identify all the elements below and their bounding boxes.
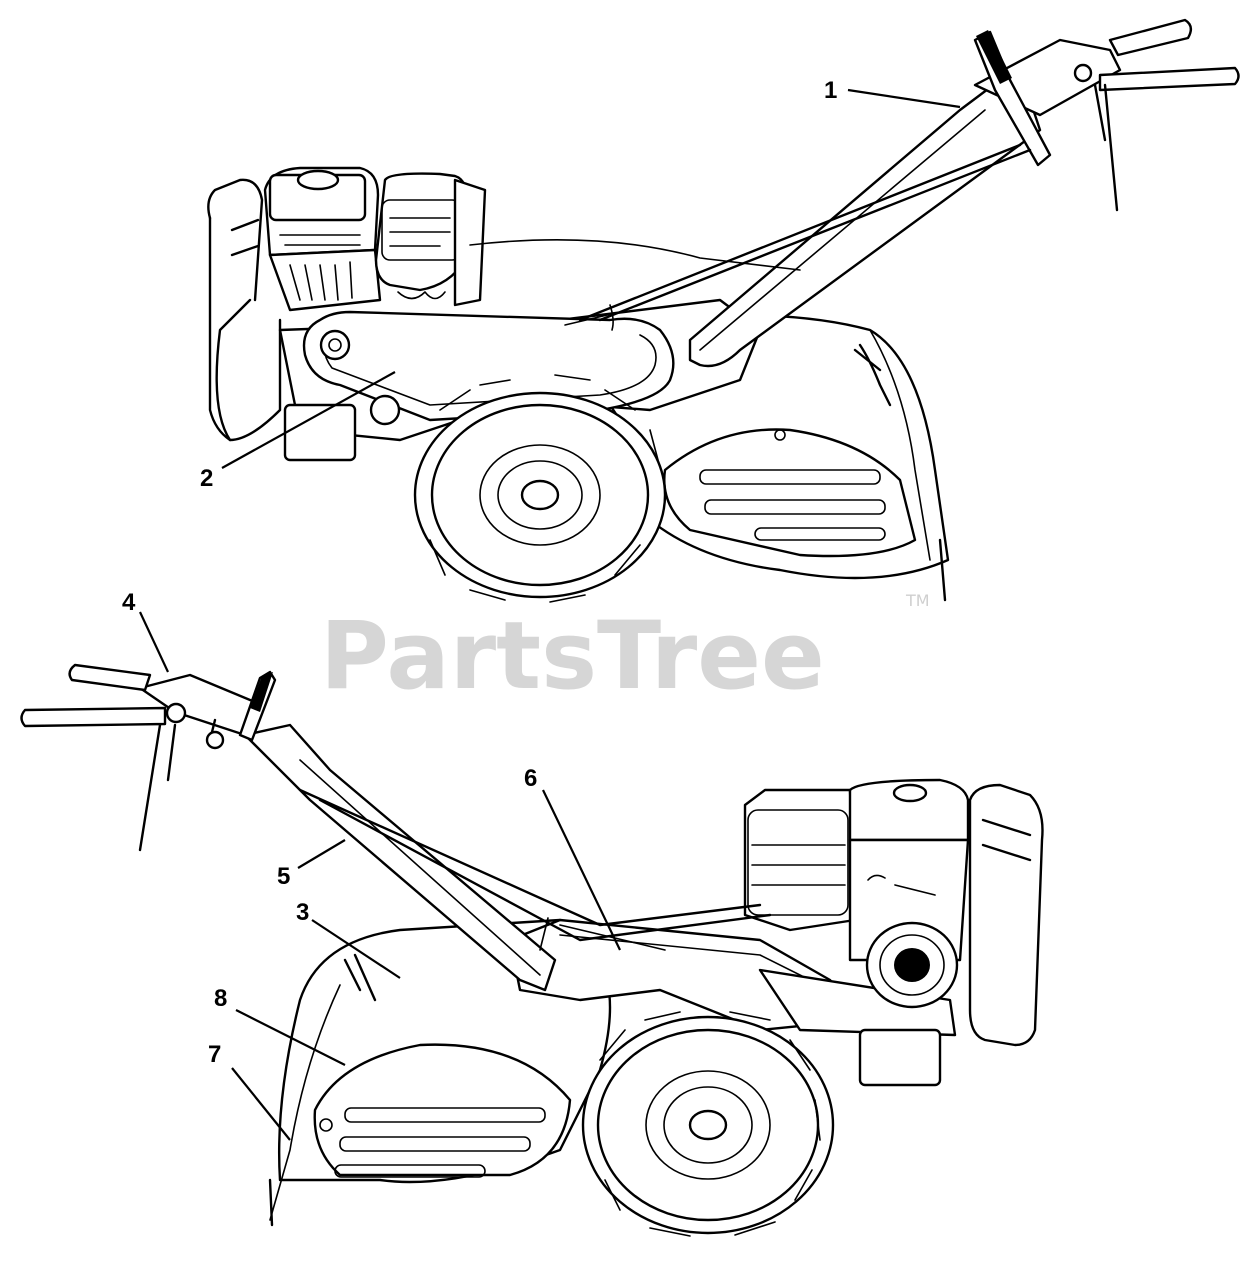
callout-4: 4 — [122, 589, 136, 616]
callout-5: 5 — [277, 863, 290, 890]
handlebar-top — [469, 18, 1240, 368]
watermark-brand: PartsTree — [320, 602, 825, 711]
callout-6: 6 — [524, 765, 537, 792]
tiller-top-view — [207, 18, 1240, 603]
front-bumper-bottom — [968, 783, 1044, 1047]
engine-top — [263, 166, 487, 312]
tine-side-cover-top — [663, 428, 917, 558]
front-bumper-top — [207, 178, 282, 442]
callout-leaders — [139, 88, 961, 1141]
wheel-bottom — [581, 1011, 835, 1237]
engine-bottom — [743, 778, 970, 1087]
watermark: PartsTree TM — [320, 591, 930, 711]
callout-8: 8 — [214, 985, 227, 1012]
handlebar-bottom — [20, 663, 772, 992]
depth-bar-top — [853, 343, 947, 602]
callout-1: 1 — [824, 77, 837, 104]
callout-7: 7 — [208, 1041, 221, 1068]
watermark-trademark: TM — [905, 591, 930, 610]
wheel-top — [413, 374, 667, 603]
callout-labels: 1 2 3 4 5 6 7 8 — [122, 77, 837, 1068]
callout-3: 3 — [296, 899, 309, 926]
tiller-bottom-view — [20, 663, 1044, 1237]
callout-2: 2 — [200, 465, 213, 492]
depth-bar-bottom — [268, 953, 377, 1227]
